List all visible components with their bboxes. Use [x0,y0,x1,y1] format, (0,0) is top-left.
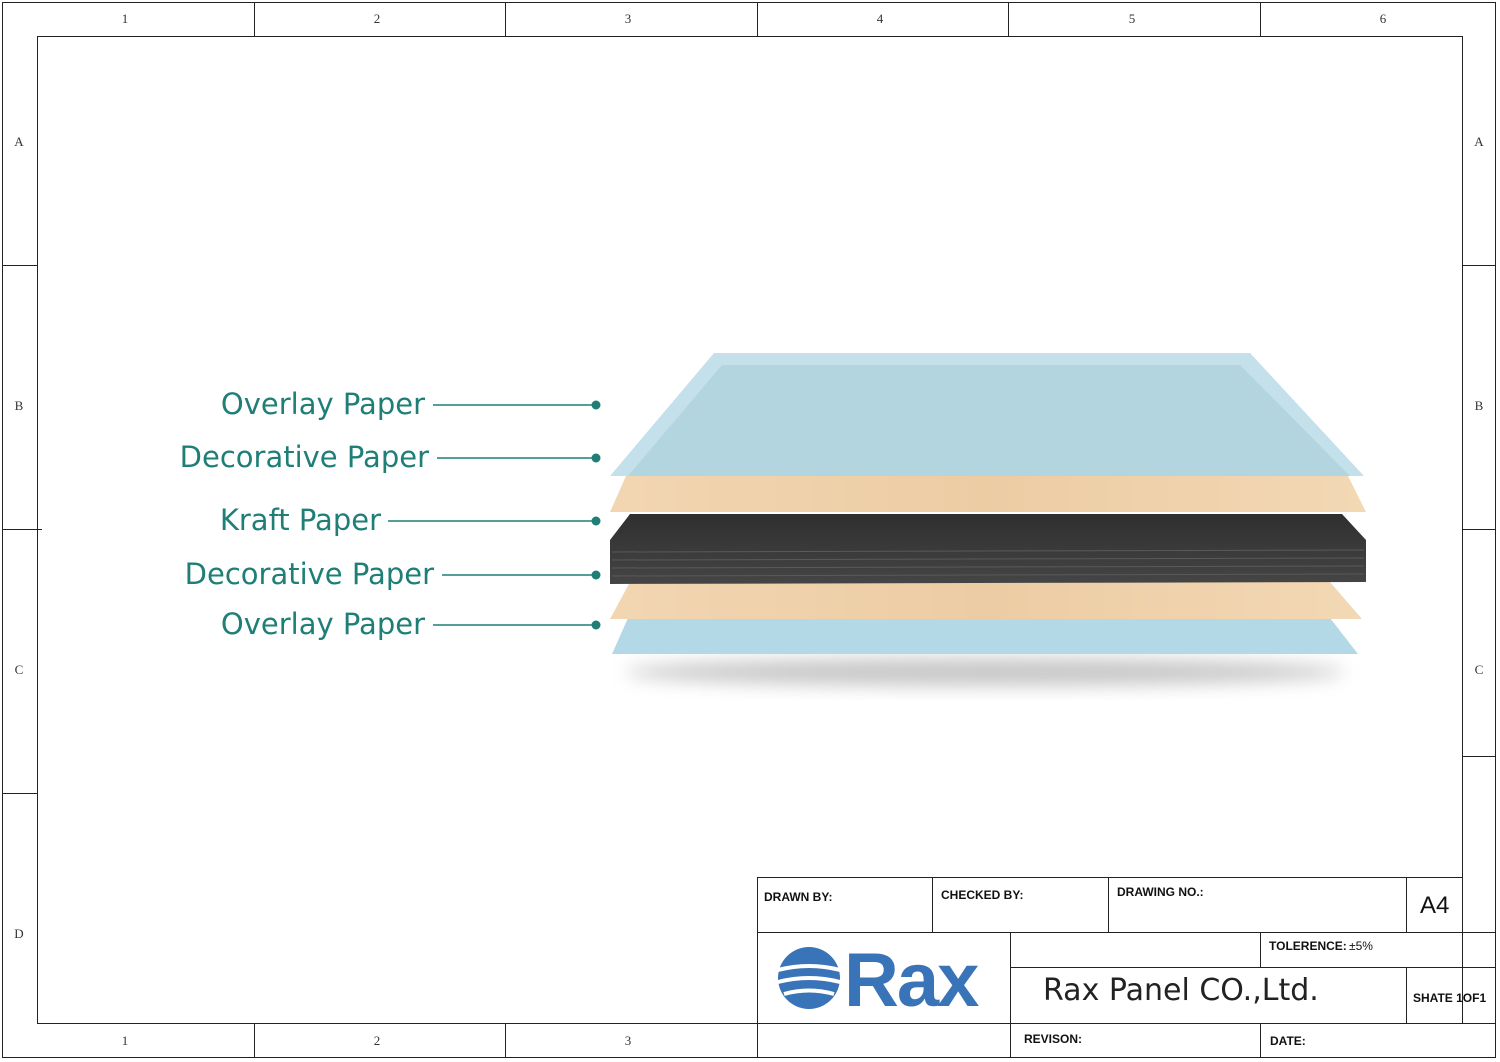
title-block-border [1010,967,1496,968]
company-logo: Rax [777,942,981,1014]
leader-dot [591,570,601,580]
row-divider [2,793,37,794]
leader-dot [591,400,601,410]
bottom-column-label-2: 2 [373,1033,381,1048]
title-block-border [1406,877,1407,932]
tolerance-label: TOLERENCE: [1269,939,1347,953]
column-divider [254,2,255,37]
right-row-label-c: C [1474,662,1484,677]
drawn-by-label: DRAWN BY: [764,890,833,904]
title-block-border [1260,932,1261,967]
kraft-ply-line [611,557,1365,561]
label-top-overlay-paper: Overlay Paper [220,387,425,421]
leader-dot [591,453,601,463]
column-divider [1008,2,1009,37]
drawing-frame-inner [37,36,1463,1024]
drawing-no-label: DRAWING NO.: [1117,885,1204,899]
logo-wordmark: Rax [844,942,979,1014]
stack-shadow [625,658,1345,686]
title-block-border [1260,1023,1261,1058]
row-divider [2,265,37,266]
kraft-core-layer [610,514,1366,584]
kraft-ply-line [611,573,1365,577]
bottom-column-label-3: 3 [624,1033,632,1048]
title-block-border [757,1023,1496,1024]
label-top-decorative-paper: Decorative Paper [179,440,429,474]
globe-icon [777,947,841,1009]
row-divider [1462,756,1496,757]
label-bottom-decorative-paper: Decorative Paper [184,557,434,591]
row-divider [2,529,42,530]
column-divider [254,1023,255,1058]
checked-by-label: CHECKED BY: [941,888,1024,902]
row-label-a: A [14,134,24,149]
title-block-border [757,932,1496,933]
title-block-border [1010,932,1011,1058]
column-label-6: 6 [1379,11,1387,26]
column-divider [757,2,758,37]
right-row-label-a: A [1474,134,1484,149]
top-decorative-layer [610,476,1366,512]
bottom-column-label-1: 1 [121,1033,129,1048]
column-divider [1260,2,1261,37]
date-label: DATE: [1270,1034,1306,1048]
row-label-c: C [14,662,24,677]
company-name: Rax Panel CO.,Ltd. [1043,973,1319,1008]
column-divider [505,1023,506,1058]
column-label-5: 5 [1128,11,1136,26]
label-bottom-overlay-paper: Overlay Paper [220,607,425,641]
bottom-decorative-layer [610,582,1362,619]
row-divider [1462,265,1496,266]
kraft-ply-line [611,549,1365,553]
column-label-4: 4 [876,11,884,26]
revision-label: REVISON: [1024,1032,1083,1046]
right-row-label-b: B [1474,398,1484,413]
row-label-b: B [14,398,24,413]
title-block-border [757,877,758,1058]
title-block-border [1406,967,1407,1023]
title-block-border [932,877,933,932]
column-divider [505,2,506,37]
column-label-2: 2 [373,11,381,26]
label-kraft-paper: Kraft Paper [219,503,381,537]
row-label-d: D [14,926,24,941]
top-overlay-inner [628,365,1350,476]
column-label-1: 1 [121,11,129,26]
bottom-overlay-layer [612,618,1358,654]
row-divider [1462,529,1496,530]
leader-dot [591,620,601,630]
leader-dot [591,516,601,526]
column-label-3: 3 [624,11,632,26]
title-block-border [757,877,1463,878]
tolerance-value: ±5% [1349,939,1373,953]
title-block-border [1108,877,1109,932]
sheet-number: SHATE 1OF1 [1413,991,1487,1005]
sheet-size: A4 [1420,892,1450,919]
kraft-ply-line [611,565,1365,569]
